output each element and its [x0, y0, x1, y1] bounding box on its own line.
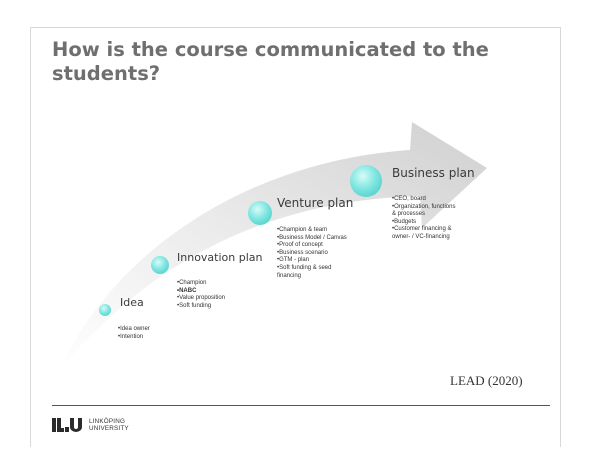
bullet-item: & processes [392, 211, 426, 218]
stage-name-innovation-plan: Innovation plan [177, 251, 263, 264]
bullet-item: •NABC [177, 287, 197, 294]
footer-divider [52, 405, 550, 406]
bullet-item: •Value proposition [177, 295, 226, 302]
bullet-item: •Idea owner [118, 326, 150, 332]
bullet-item: •Champion [177, 280, 207, 286]
stage-marker-venture-plan [248, 201, 272, 225]
bullet-item: •Budgets [392, 218, 417, 225]
bullet-item: •Soft funding [177, 302, 212, 309]
stage-name-business-plan: Business plan [392, 166, 475, 180]
bullet-item: •CEO, board [392, 196, 426, 202]
bullet-item: •Organization, functions [392, 203, 456, 210]
stage-name-venture-plan: Venture plan [277, 196, 354, 210]
bullet-item: owner- / VC-financing [392, 233, 450, 240]
logo-text: LINKÖPING UNIVERSITY [89, 418, 129, 432]
bullet-item: •Champion & team [277, 227, 328, 233]
slide-frame [30, 27, 561, 447]
bullet-item: •Business Model / Canvas [277, 234, 347, 241]
bullet-item: •Intention [118, 333, 144, 340]
bullet-item: financing [277, 272, 302, 279]
bullet-item: •Business scenario [277, 249, 328, 256]
logo-line-1: LINKÖPING [89, 418, 126, 425]
stage-marker-idea [99, 304, 111, 316]
university-logo: LINKÖPING UNIVERSITY [52, 418, 129, 432]
stage-marker-innovation-plan [151, 256, 169, 274]
stage-bullets-idea: •Idea owner •Intention [118, 326, 150, 341]
citation: LEAD (2020) [450, 373, 523, 388]
stage-marker-business-plan [350, 165, 382, 197]
logo-line-2: UNIVERSITY [89, 425, 129, 432]
stage-bullets-venture-plan: •Champion & team •Business Model / Canva… [277, 227, 347, 280]
slide-title: How is the course communicated to the st… [52, 38, 489, 85]
bullet-item: •Proof of concept [277, 242, 323, 249]
bullet-item: •GTM - plan [277, 257, 310, 264]
bullet-item: •Customer financing & [392, 226, 452, 233]
liu-logo-icon [52, 418, 82, 432]
bullet-item: •Soft funding & seed [277, 264, 332, 271]
stage-name-idea: Idea [120, 296, 144, 309]
stage-bullets-business-plan: •CEO, board •Organization, functions & p… [392, 196, 455, 242]
stage-bullets-innovation-plan: •Champion •NABC •Value proposition •Soft… [177, 280, 225, 310]
